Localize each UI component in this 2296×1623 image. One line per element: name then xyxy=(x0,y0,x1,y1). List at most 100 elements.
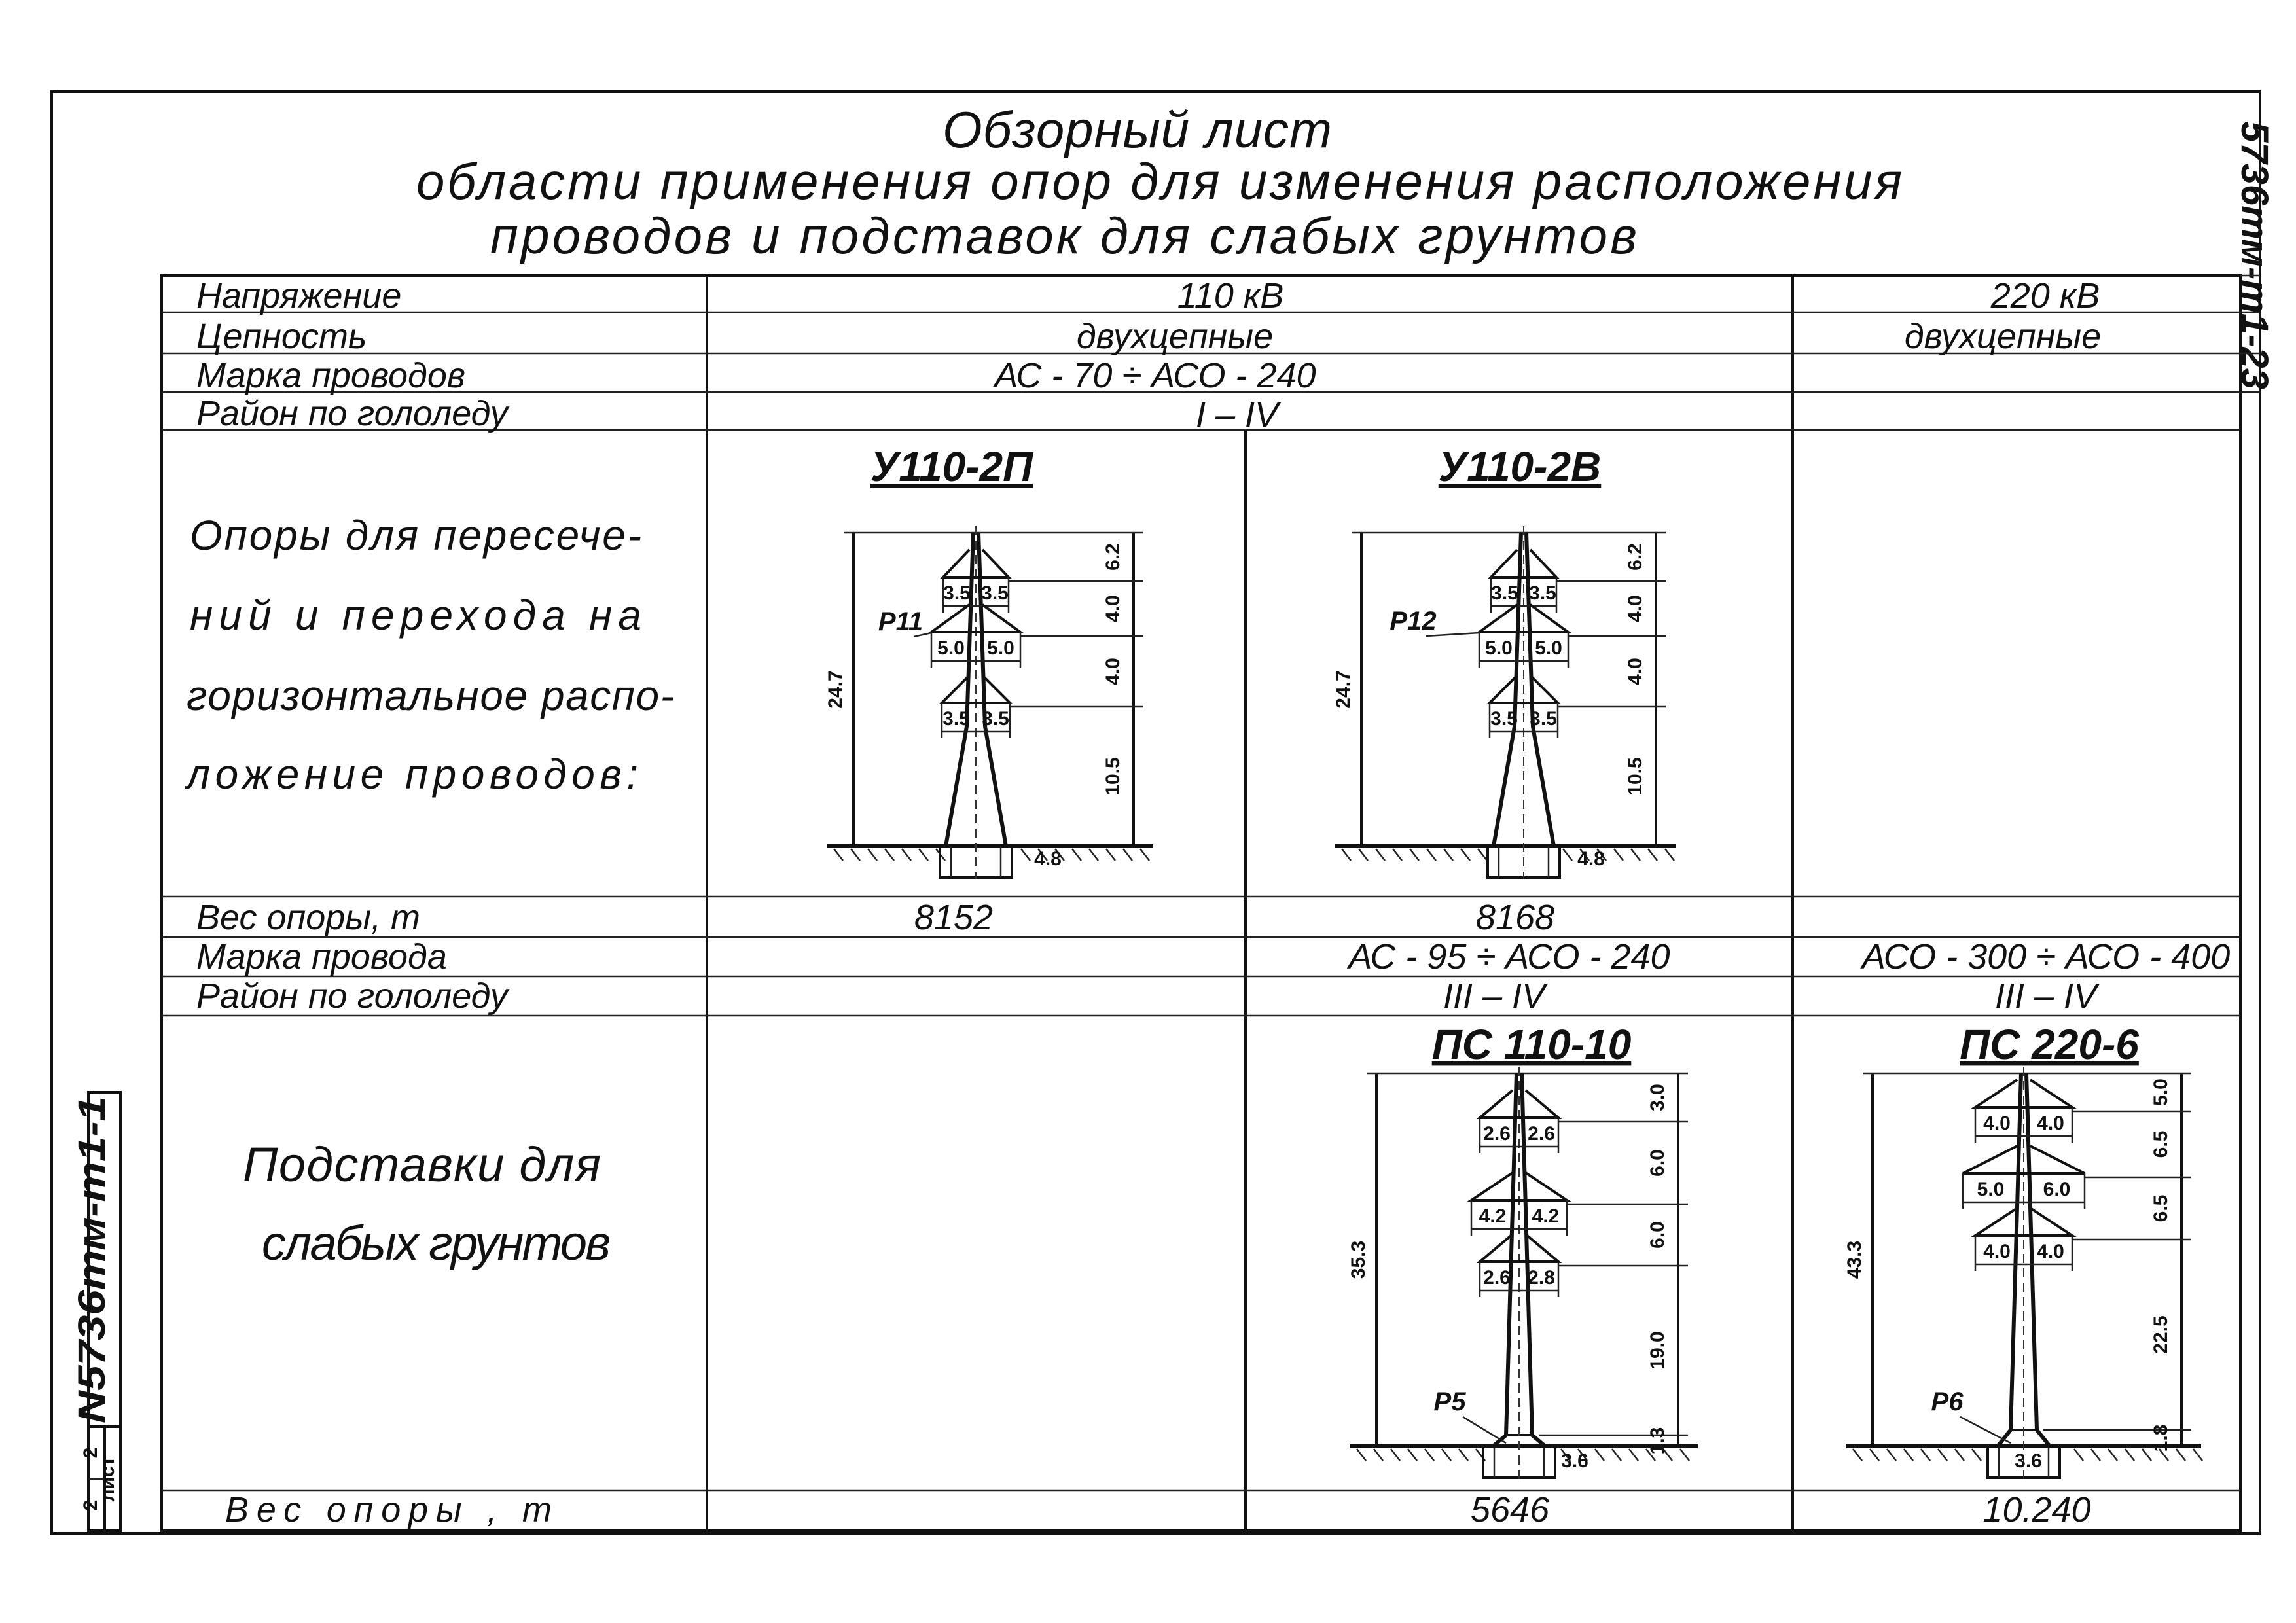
ground-hatch xyxy=(1424,1448,1435,1461)
ground-hatch xyxy=(2125,1448,2135,1461)
weight-tower-2: 8168 xyxy=(1476,898,1554,937)
cross-arm xyxy=(927,603,1025,633)
title-line-1: Обзорный лист xyxy=(942,101,1332,158)
ground-hatch xyxy=(1596,848,1607,861)
ground-hatch xyxy=(1358,848,1369,861)
ground-hatch xyxy=(918,848,929,861)
arm-span-right: 4.0 xyxy=(2037,1241,2064,1262)
arm-span-right: 4.0 xyxy=(2037,1113,2064,1134)
cross-arm xyxy=(1971,1207,2077,1237)
ground-hatch xyxy=(2090,1448,2101,1461)
row-label-circuits: Цепность xyxy=(196,317,367,356)
ground-hatch xyxy=(1458,1448,1469,1461)
ground-hatch xyxy=(1390,1448,1401,1461)
title-block: Обзорный лист области применения опор дл… xyxy=(416,101,1902,264)
ground-hatch xyxy=(1647,848,1658,861)
foundation-marker-label: Р12 xyxy=(1390,607,1436,635)
stamp-left-cell-1: 2 xyxy=(80,1448,101,1459)
level-dimension-label: 4.0 xyxy=(1624,595,1646,622)
arm-span-right: 6.0 xyxy=(2043,1179,2071,1200)
height-dimension-label: 24.7 xyxy=(1333,670,1354,708)
ground-hatch xyxy=(1645,1448,1656,1461)
ice-110-lower: III – IV xyxy=(1443,976,1549,1016)
ground-hatch xyxy=(1886,1448,1897,1461)
cross-arm xyxy=(1476,1089,1562,1119)
ground-hatch xyxy=(2108,1448,2118,1461)
marker-leader-line xyxy=(913,632,932,638)
row-label-ice-region: Район по гололеду xyxy=(196,394,510,433)
arm-span-left: 5.0 xyxy=(1485,637,1513,659)
tower-name-1: У110-2П xyxy=(870,443,1034,490)
tower-leg xyxy=(1492,532,1523,847)
sheet-frame xyxy=(50,90,2261,1535)
ground-hatch xyxy=(1937,1448,1948,1461)
ground-hatch xyxy=(1577,1448,1588,1461)
level-dimension-label: 5.0 xyxy=(2150,1079,2172,1106)
row-label-ice-lower: Район по гололеду xyxy=(196,976,510,1016)
wires-110-lower: АС - 95 ÷ АСО - 240 xyxy=(1346,937,1670,976)
ground-hatch xyxy=(1020,848,1031,861)
stamp-left-code: N5736тм-т1-1 xyxy=(71,1096,113,1423)
cross-arm xyxy=(940,548,1012,579)
ground-hatch xyxy=(2193,1448,2203,1461)
level-dimension-label: 19.0 xyxy=(1647,1331,1668,1369)
ground-hatch xyxy=(1392,848,1403,861)
arm-span-left: 2.6 xyxy=(1483,1123,1511,1145)
arm-span-right: 3.5 xyxy=(1529,582,1556,604)
tower-leg xyxy=(944,532,975,847)
marker-leader-line xyxy=(1462,1416,1507,1444)
substands-desc-1: Подставки для xyxy=(243,1137,601,1192)
voltage-220: 220 кВ xyxy=(1990,276,2100,315)
ground-hatch xyxy=(1460,848,1471,861)
circuits-110: двухцепные xyxy=(1077,317,1273,356)
crossing-desc-1: Опоры для пересече- xyxy=(190,512,641,559)
ground-hatch xyxy=(2073,1448,2084,1461)
level-dimension-label: 4.0 xyxy=(1624,658,1646,685)
arm-span-left: 5.0 xyxy=(937,637,965,659)
level-dimension-label: 1.8 xyxy=(2150,1425,2172,1452)
arm-span-right: 4.2 xyxy=(1532,1205,1560,1227)
insulator-string xyxy=(1974,1107,2073,1143)
tower-leg xyxy=(1524,532,1556,847)
ice-110: I – IV xyxy=(1196,395,1282,435)
level-dimension-label: 6.2 xyxy=(1102,543,1124,571)
ice-220-lower: III – IV xyxy=(1995,976,2100,1016)
ground-hatch xyxy=(1409,848,1420,861)
cross-arm xyxy=(1971,1079,2077,1109)
ground-hatch xyxy=(1122,848,1133,861)
foundation-width-label: 4.8 xyxy=(1577,848,1605,870)
stamp-left: N5736тм-т1-1 2 2 лист xyxy=(71,1091,122,1532)
arm-span-right: 3.5 xyxy=(981,582,1009,604)
level-dimension-label: 6.5 xyxy=(2150,1195,2172,1222)
ground-hatch xyxy=(1477,848,1488,861)
arm-span-left: 2.6 xyxy=(1483,1267,1511,1289)
height-dimension-label: 24.7 xyxy=(825,670,846,708)
cross-arm xyxy=(1475,603,1573,633)
insulator-string xyxy=(942,577,1010,613)
ground-hatch xyxy=(1562,848,1573,861)
tower-leg xyxy=(977,532,1008,847)
ground-hatch xyxy=(1341,848,1352,861)
ground-hatch xyxy=(1356,1448,1367,1461)
arm-span-right: 5.0 xyxy=(987,637,1014,659)
weight-tower-4: 10.240 xyxy=(1982,1490,2090,1529)
arm-span-left: 3.5 xyxy=(943,582,971,604)
stamp-left-cell-2: 2 xyxy=(80,1500,101,1511)
ground-hatch xyxy=(1662,1448,1673,1461)
ground-hatch xyxy=(1441,1448,1452,1461)
circuits-220: двухцепные xyxy=(1905,317,2101,356)
ground-hatch xyxy=(2142,1448,2152,1461)
table-grid xyxy=(160,274,2260,1532)
ground-hatch xyxy=(1426,848,1437,861)
ground-hatch xyxy=(867,848,878,861)
height-dimension-label: 43.3 xyxy=(1844,1241,1865,1279)
tower-name-3: ПС 110-10 xyxy=(1432,1021,1632,1068)
voltage-110: 110 кВ xyxy=(1177,276,1284,315)
level-dimension-label: 22.5 xyxy=(2150,1315,2172,1353)
ground-hatch xyxy=(1088,848,1099,861)
arm-span-right: 5.0 xyxy=(1535,637,1562,659)
ground-hatch xyxy=(1613,848,1624,861)
arm-span-left: 3.5 xyxy=(1491,582,1518,604)
weight-tower-3: 5646 xyxy=(1471,1490,1550,1529)
